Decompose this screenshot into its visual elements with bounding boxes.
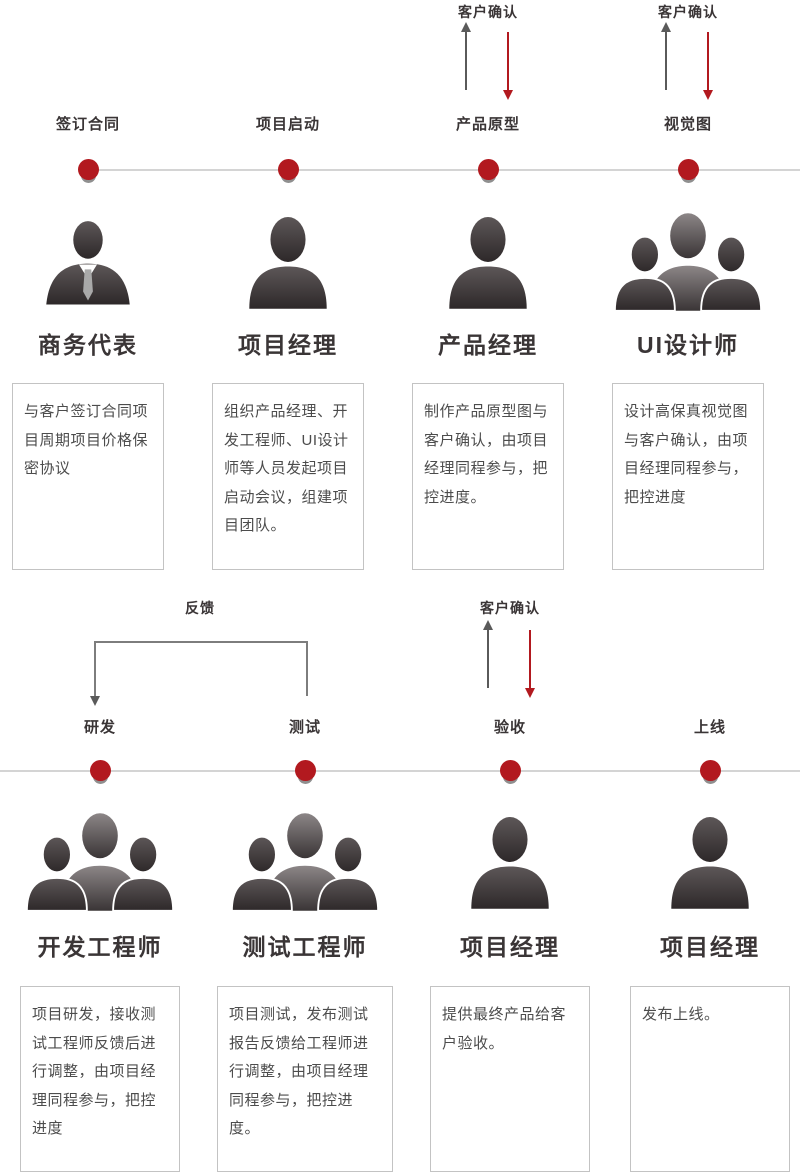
role-label: UI设计师 — [637, 332, 739, 358]
feedback-arrow — [306, 641, 308, 696]
description-box: 制作产品原型图与客户确认，由项目经理同程参与，把控进度。 — [412, 383, 564, 570]
phase-label: 研发 — [83, 719, 116, 736]
description-box: 发布上线。 — [630, 986, 790, 1172]
people-group-icon — [25, 810, 175, 914]
timeline-dot — [278, 159, 299, 183]
phase-label: 测试 — [288, 719, 321, 736]
feedback-label: 反馈 — [185, 600, 215, 616]
phase-label: 产品原型 — [455, 116, 520, 133]
role-label: 开发工程师 — [37, 934, 163, 960]
people-group-icon — [230, 810, 380, 914]
timeline-dot — [478, 159, 499, 183]
person-icon — [443, 210, 533, 314]
timeline-dot — [700, 760, 721, 784]
arrow-down-icon — [703, 32, 713, 100]
arrow-down-icon — [503, 32, 513, 100]
phase-label: 验收 — [493, 719, 526, 736]
role-label: 项目经理 — [660, 934, 760, 960]
role-label: 商务代表 — [38, 332, 138, 358]
phase-label: 上线 — [693, 719, 726, 736]
people-group-icon — [613, 210, 763, 314]
phase-label: 视觉图 — [663, 116, 712, 133]
timeline-dot — [90, 760, 111, 784]
phase-label: 项目启动 — [255, 116, 320, 133]
arrow-down-icon — [525, 630, 535, 698]
description-box: 设计高保真视觉图与客户确认，由项目经理同程参与，把控进度 — [612, 383, 764, 570]
arrow-up-icon — [461, 22, 471, 90]
person-icon — [465, 810, 555, 914]
person-tie-icon — [43, 210, 133, 314]
person-icon — [665, 810, 755, 914]
role-label: 测试工程师 — [242, 934, 368, 960]
person-icon — [243, 210, 333, 314]
description-box: 项目研发，接收测试工程师反馈后进行调整，由项目经理同程参与，把控进度 — [20, 986, 180, 1172]
customer-confirm-label: 客户确认 — [658, 4, 718, 20]
phase-label: 签订合同 — [55, 116, 120, 133]
description-box: 项目测试，发布测试报告反馈给工程师进行调整，由项目经理同程参与，把控进度。 — [217, 986, 393, 1172]
customer-confirm-label: 客户确认 — [480, 600, 540, 616]
timeline-line — [86, 169, 800, 171]
arrow-up-icon — [483, 620, 493, 688]
role-label: 产品经理 — [438, 332, 538, 358]
timeline-line — [0, 770, 800, 772]
role-label: 项目经理 — [460, 934, 560, 960]
description-box: 提供最终产品给客户验收。 — [430, 986, 590, 1172]
timeline-dot — [78, 159, 99, 183]
role-label: 项目经理 — [238, 332, 338, 358]
customer-confirm-label: 客户确认 — [458, 4, 518, 20]
timeline-dot — [295, 760, 316, 784]
description-box: 与客户签订合同项目周期项目价格保密协议 — [12, 383, 164, 570]
feedback-arrow — [94, 641, 308, 643]
description-box: 组织产品经理、开发工程师、UI设计师等人员发起项目启动会议，组建项目团队。 — [212, 383, 364, 570]
arrow-up-icon — [661, 22, 671, 90]
timeline-dot — [678, 159, 699, 183]
feedback-arrow — [90, 641, 100, 706]
timeline-dot — [500, 760, 521, 784]
